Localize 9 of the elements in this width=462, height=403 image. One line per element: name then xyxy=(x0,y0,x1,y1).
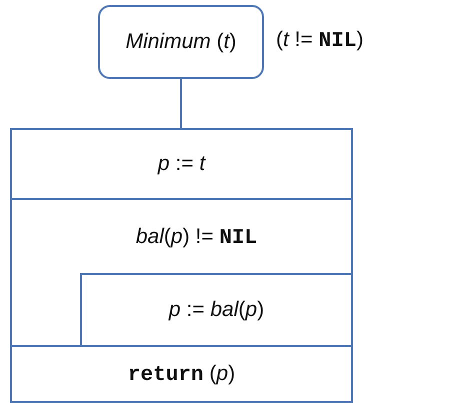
node-label: return (p) xyxy=(128,362,236,386)
process-box xyxy=(80,273,353,347)
node-label: p := bal(p) xyxy=(168,298,264,322)
node-label: p := t xyxy=(158,152,206,176)
terminal-box xyxy=(98,5,264,79)
precondition-note: (t != NIL) xyxy=(276,28,364,53)
connector-line xyxy=(180,79,182,128)
node-label: Minimum (t) xyxy=(126,30,236,54)
node-label: bal(p) != NIL xyxy=(136,224,258,250)
